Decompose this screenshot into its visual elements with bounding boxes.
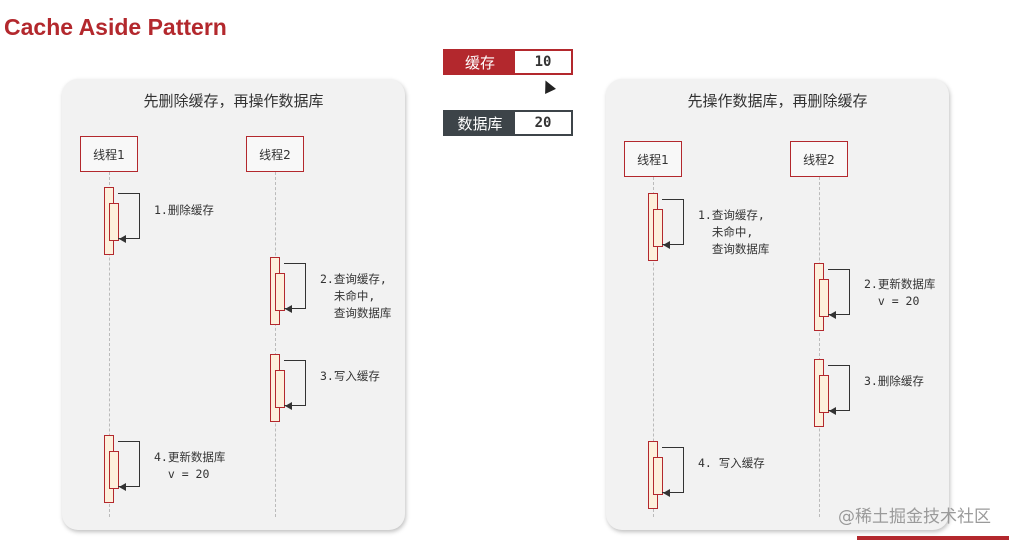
right-step-2: 2.更新数据库 v = 20	[864, 277, 936, 308]
left-step-2: 2.查询缓存, 未命中, 查询数据库	[320, 272, 392, 320]
right-step-4: 4. 写入缓存	[698, 456, 765, 470]
right-arrowhead-4	[663, 489, 670, 497]
left-self-arrow-1	[118, 193, 140, 239]
cache-value: 10	[515, 51, 571, 73]
left-arrowhead-2	[285, 305, 292, 313]
left-actor-thread1: 线程1	[80, 136, 138, 172]
left-arrowhead-1	[119, 235, 126, 243]
left-sequence-diagram: 先删除缓存，再操作数据库 线程1 线程2 1.删除缓存 2.查询缓存, 未命中,…	[62, 79, 405, 530]
right-activation-3-inner	[819, 375, 829, 413]
right-arrowhead-3	[829, 407, 836, 415]
left-self-arrow-3	[284, 360, 306, 406]
right-arrowhead-2	[829, 311, 836, 319]
left-step-3: 3.写入缓存	[320, 369, 380, 383]
cache-value-box: 缓存 10	[443, 49, 573, 75]
right-step-1: 1.查询缓存, 未命中, 查询数据库	[698, 208, 770, 256]
right-actor-thread2: 线程2	[790, 141, 848, 177]
left-step-4: 4.更新数据库 v = 20	[154, 450, 226, 481]
db-value-box: 数据库 20	[443, 110, 573, 136]
left-activation-2-inner	[275, 273, 285, 311]
left-diagram-title: 先删除缓存，再操作数据库	[143, 92, 324, 110]
cache-label: 缓存	[445, 51, 515, 73]
left-lifeline-thread1	[109, 172, 110, 517]
right-self-arrow-1	[662, 199, 684, 245]
right-step-3: 3.删除缓存	[864, 374, 924, 388]
left-activation-1-inner	[109, 203, 119, 241]
right-lifeline-thread1	[653, 177, 654, 517]
right-actor-thread1: 线程1	[624, 141, 682, 177]
right-self-arrow-3	[828, 365, 850, 411]
left-actor-thread2: 线程2	[246, 136, 304, 172]
left-activation-3-inner	[275, 370, 285, 408]
right-self-arrow-2	[828, 269, 850, 315]
right-activation-2-inner	[819, 279, 829, 317]
corner-accent-bar	[857, 536, 1009, 540]
left-arrowhead-4	[119, 483, 126, 491]
db-value: 20	[515, 112, 571, 134]
right-self-arrow-4	[662, 447, 684, 493]
right-sequence-diagram: 先操作数据库，再删除缓存 线程1 线程2 1.查询缓存, 未命中, 查询数据库 …	[606, 79, 949, 530]
right-activation-1-inner	[653, 209, 663, 247]
left-lifeline-thread2	[275, 172, 276, 517]
left-activation-4-inner	[109, 451, 119, 489]
right-diagram-title: 先操作数据库，再删除缓存	[687, 92, 868, 110]
right-lifeline-thread2	[819, 177, 820, 517]
left-self-arrow-2	[284, 263, 306, 309]
left-arrowhead-3	[285, 402, 292, 410]
page-title: Cache Aside Pattern	[4, 14, 227, 40]
mouse-cursor-icon	[540, 78, 556, 94]
right-activation-4-inner	[653, 457, 663, 495]
left-step-1: 1.删除缓存	[154, 203, 214, 217]
right-arrowhead-1	[663, 241, 670, 249]
watermark: @稀土掘金技术社区	[838, 507, 991, 527]
db-label: 数据库	[445, 112, 515, 134]
left-self-arrow-4	[118, 441, 140, 487]
